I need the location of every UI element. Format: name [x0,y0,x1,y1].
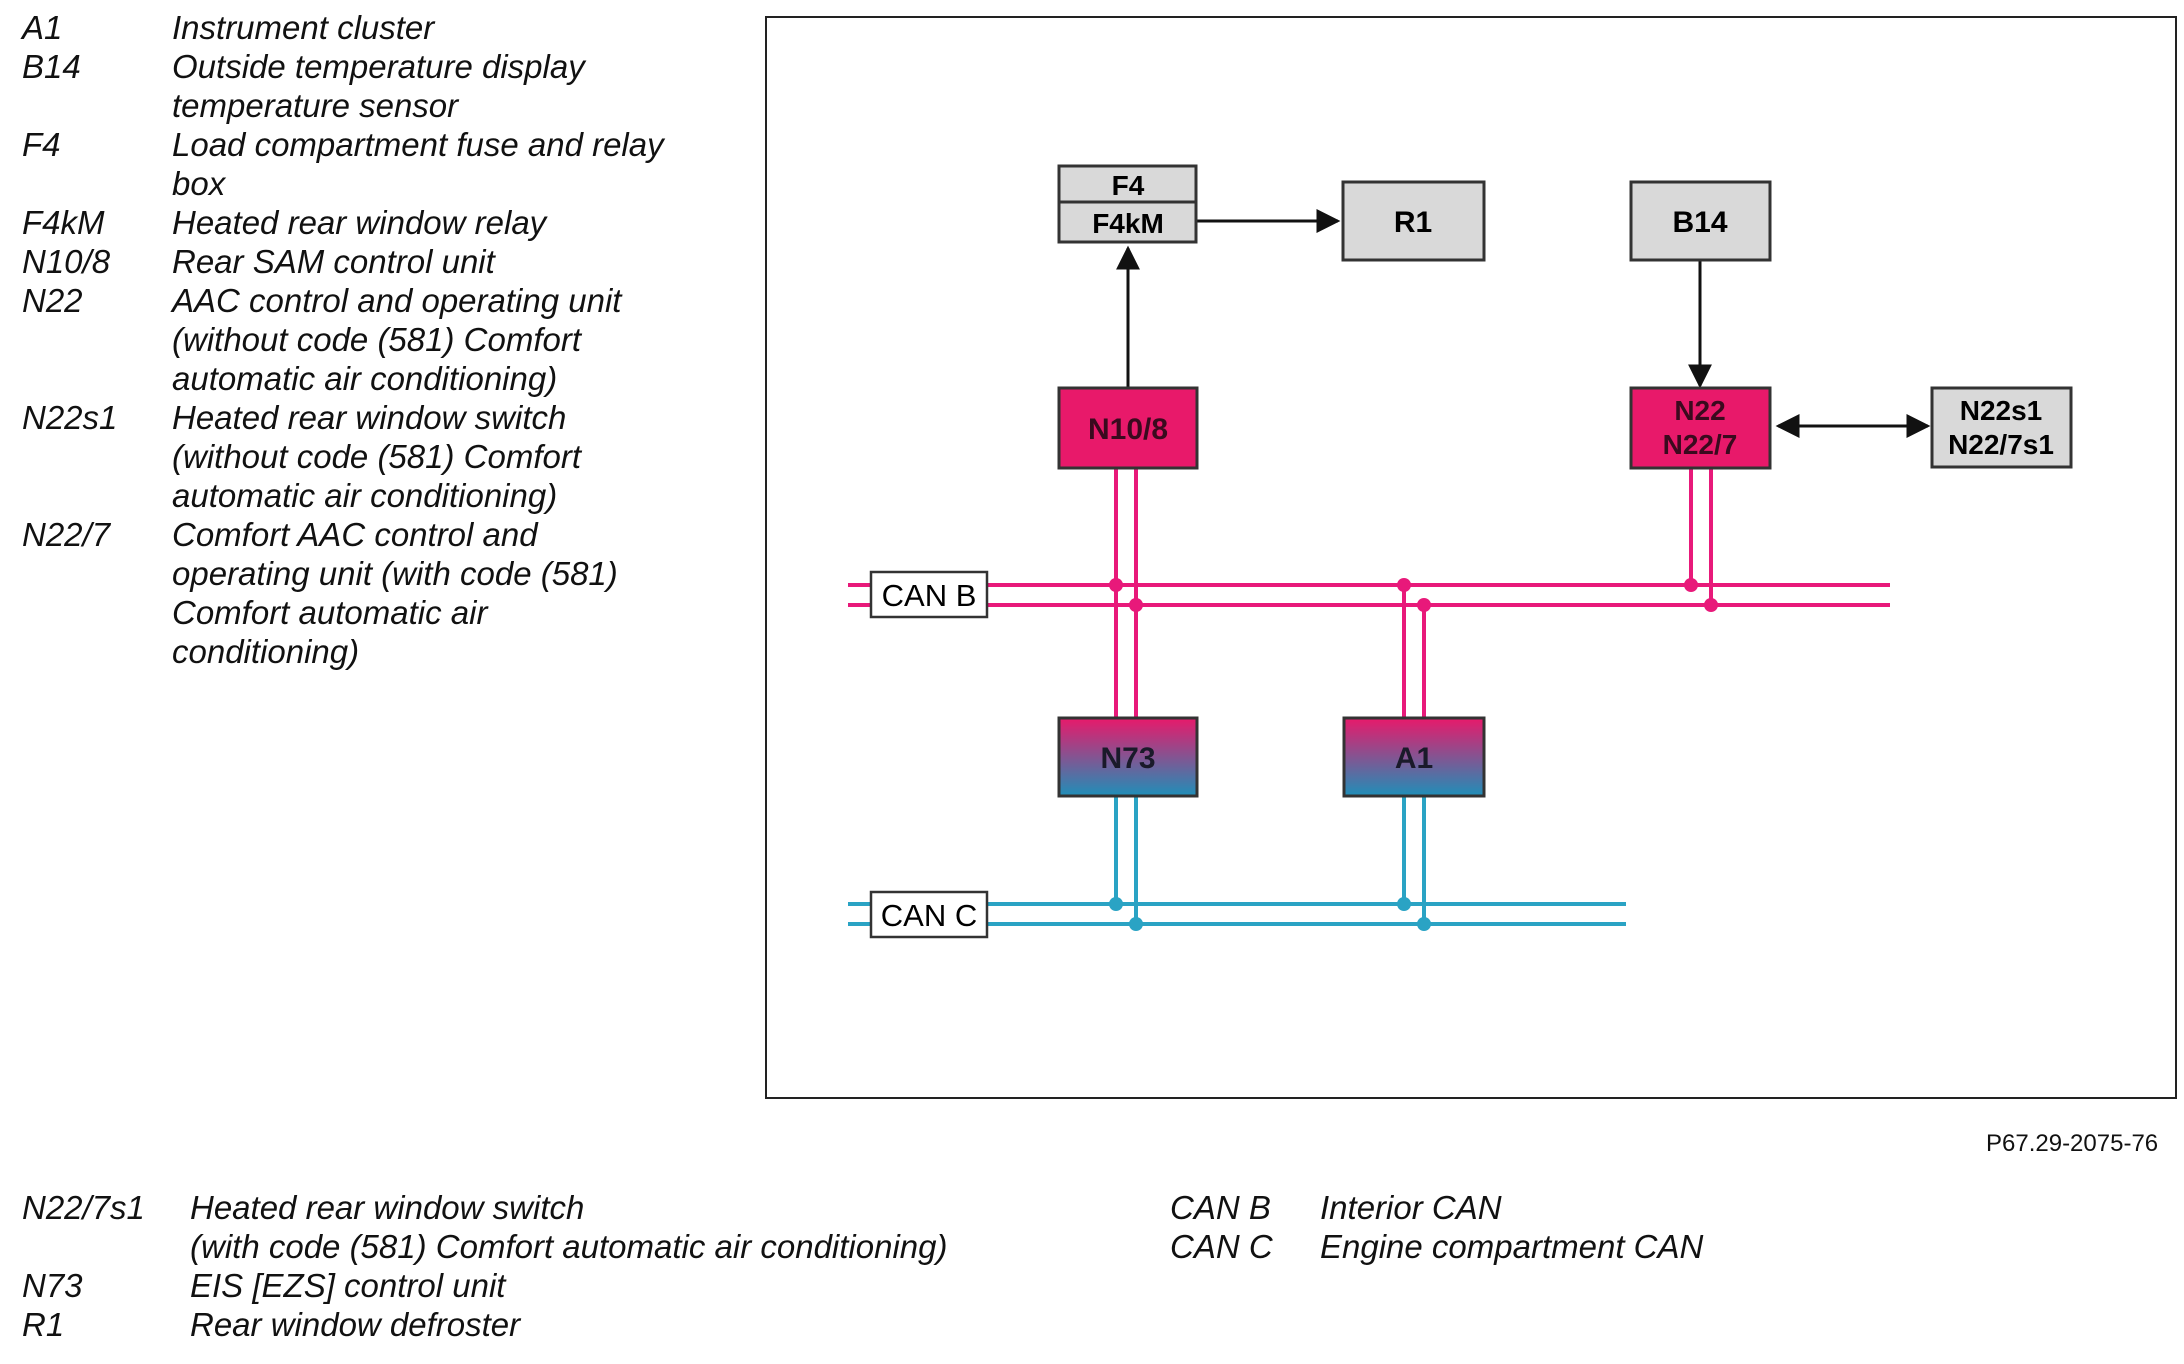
legend-description: Heated rear window relay [172,203,692,242]
figure-reference: P67.29-2075-76 [1986,1130,2159,1157]
module-n22-7-label: N22/7 [1663,429,1738,460]
legend-code: R1 [22,1306,65,1343]
legend-entry: N73 EIS [EZS] control unit [22,1266,1150,1305]
legend-description-line: Instrument cluster [172,9,435,46]
legend-code: F4 [22,126,61,163]
legend-description-line: Heated rear window relay [172,204,547,241]
legend-description: Interior CAN [1320,1188,1820,1227]
module-f4-label: F4 [1112,170,1145,201]
module-f4: F4 F4kM [1057,164,1198,244]
legend-entry: N22 AAC control and operating unit(withou… [22,281,692,398]
can-b-junctions [1109,578,1718,612]
module-r1: R1 [1341,180,1486,262]
module-r1-label: R1 [1394,206,1432,239]
legend-description: Engine compartment CAN [1320,1227,1820,1266]
module-f4km-label: F4kM [1092,208,1164,239]
module-n10-8: N10/8 [1057,386,1199,470]
module-b14-label: B14 [1672,206,1727,239]
legend-code: CAN C [1170,1228,1273,1265]
legend-description: Rear window defroster [190,1305,1150,1344]
legend-description-line: operating unit (with code (581) [172,555,618,592]
legend-description-line: (without code (581) Comfort [172,438,582,475]
wiring-diagram-frame [765,16,2177,1099]
legend-code: B14 [22,48,81,85]
legend-can-bus: CAN B Interior CAN CAN C Engine compartment… [1170,1188,1820,1266]
legend-description-line: Load compartment fuse and relay [172,126,664,163]
legend-description-line: Rear SAM control unit [172,243,495,280]
legend-entry: A1 Instrument cluster [22,8,692,47]
module-a1: A1 [1342,716,1486,798]
module-n22-label: N22 [1674,395,1725,426]
can-c-junctions [1109,897,1431,931]
legend-description-line: Comfort automatic air [172,594,488,631]
legend-description-line: automatic air conditioning) [172,360,558,397]
module-n73-label: N73 [1100,742,1155,775]
module-n10-8-label: N10/8 [1088,413,1168,446]
legend-description-line: (with code (581) Comfort automatic air c… [190,1228,948,1265]
legend-description-line: Interior CAN [1320,1189,1502,1226]
legend-description: AAC control and operating unit(without c… [172,281,692,398]
can-c-label-box: CAN C [869,890,989,939]
module-n22-7s1-label: N22/7s1 [1948,429,2054,460]
legend-code: N22 [22,282,83,319]
legend-description-line: AAC control and operating unit [172,282,622,319]
legend-description-line: Rear window defroster [190,1306,521,1343]
legend-code: CAN B [1170,1189,1271,1226]
module-n22s1: N22s1 N22/7s1 [1930,386,2073,469]
legend-description-line: conditioning) [172,633,360,670]
legend-code: A1 [22,9,63,46]
legend-code: N22s1 [22,399,118,436]
legend-description-line: automatic air conditioning) [172,477,558,514]
module-n22s1-label: N22s1 [1960,395,2043,426]
legend-entry: F4kM Heated rear window relay [22,203,692,242]
legend-description-line: temperature sensor [172,87,459,124]
legend-code: N73 [22,1267,83,1304]
legend-description-line: (without code (581) Comfort [172,321,582,358]
module-n22: N22 N22/7 [1629,386,1772,470]
module-b14: B14 [1629,180,1772,262]
legend-description: Instrument cluster [172,8,692,47]
legend-description-line: Heated rear window switch [172,399,567,436]
legend-entry: N22s1 Heated rear window switch(without c… [22,398,692,515]
can-b-label: CAN B [882,578,977,613]
legend-bottom: N22/7s1 Heated rear window switch(with co… [22,1188,1150,1344]
legend-description-line: box [172,165,226,202]
legend-description: EIS [EZS] control unit [190,1266,1150,1305]
module-a1-label: A1 [1395,742,1433,775]
legend-description-line: Engine compartment CAN [1320,1228,1704,1265]
can-b-bus [848,468,1890,718]
legend-entry: R1 Rear window defroster [22,1305,1150,1344]
legend-entry: CAN B Interior CAN [1170,1188,1820,1227]
legend-code: N22/7s1 [22,1189,145,1226]
signal-arrows [1116,209,1931,438]
can-b-label-box: CAN B [869,570,989,619]
legend-entry: N22/7s1 Heated rear window switch(with co… [22,1188,1150,1266]
legend-description: Heated rear window switch(with code (581… [190,1188,1150,1266]
legend-description: Heated rear window switch(without code (… [172,398,692,515]
legend-description-line: Outside temperature display [172,48,585,85]
legend-description: Rear SAM control unit [172,242,692,281]
legend-code: N22/7 [22,516,111,553]
legend-description-line: Comfort AAC control and [172,516,538,553]
legend-code: F4kM [22,204,105,241]
legend-description-line: Heated rear window switch [190,1189,585,1226]
legend-entry: CAN C Engine compartment CAN [1170,1227,1820,1266]
module-n73: N73 [1057,716,1199,798]
legend-code: N10/8 [22,243,111,280]
can-c-label: CAN C [881,898,977,933]
legend-description-line: EIS [EZS] control unit [190,1267,506,1304]
legend-entry: N10/8 Rear SAM control unit [22,242,692,281]
